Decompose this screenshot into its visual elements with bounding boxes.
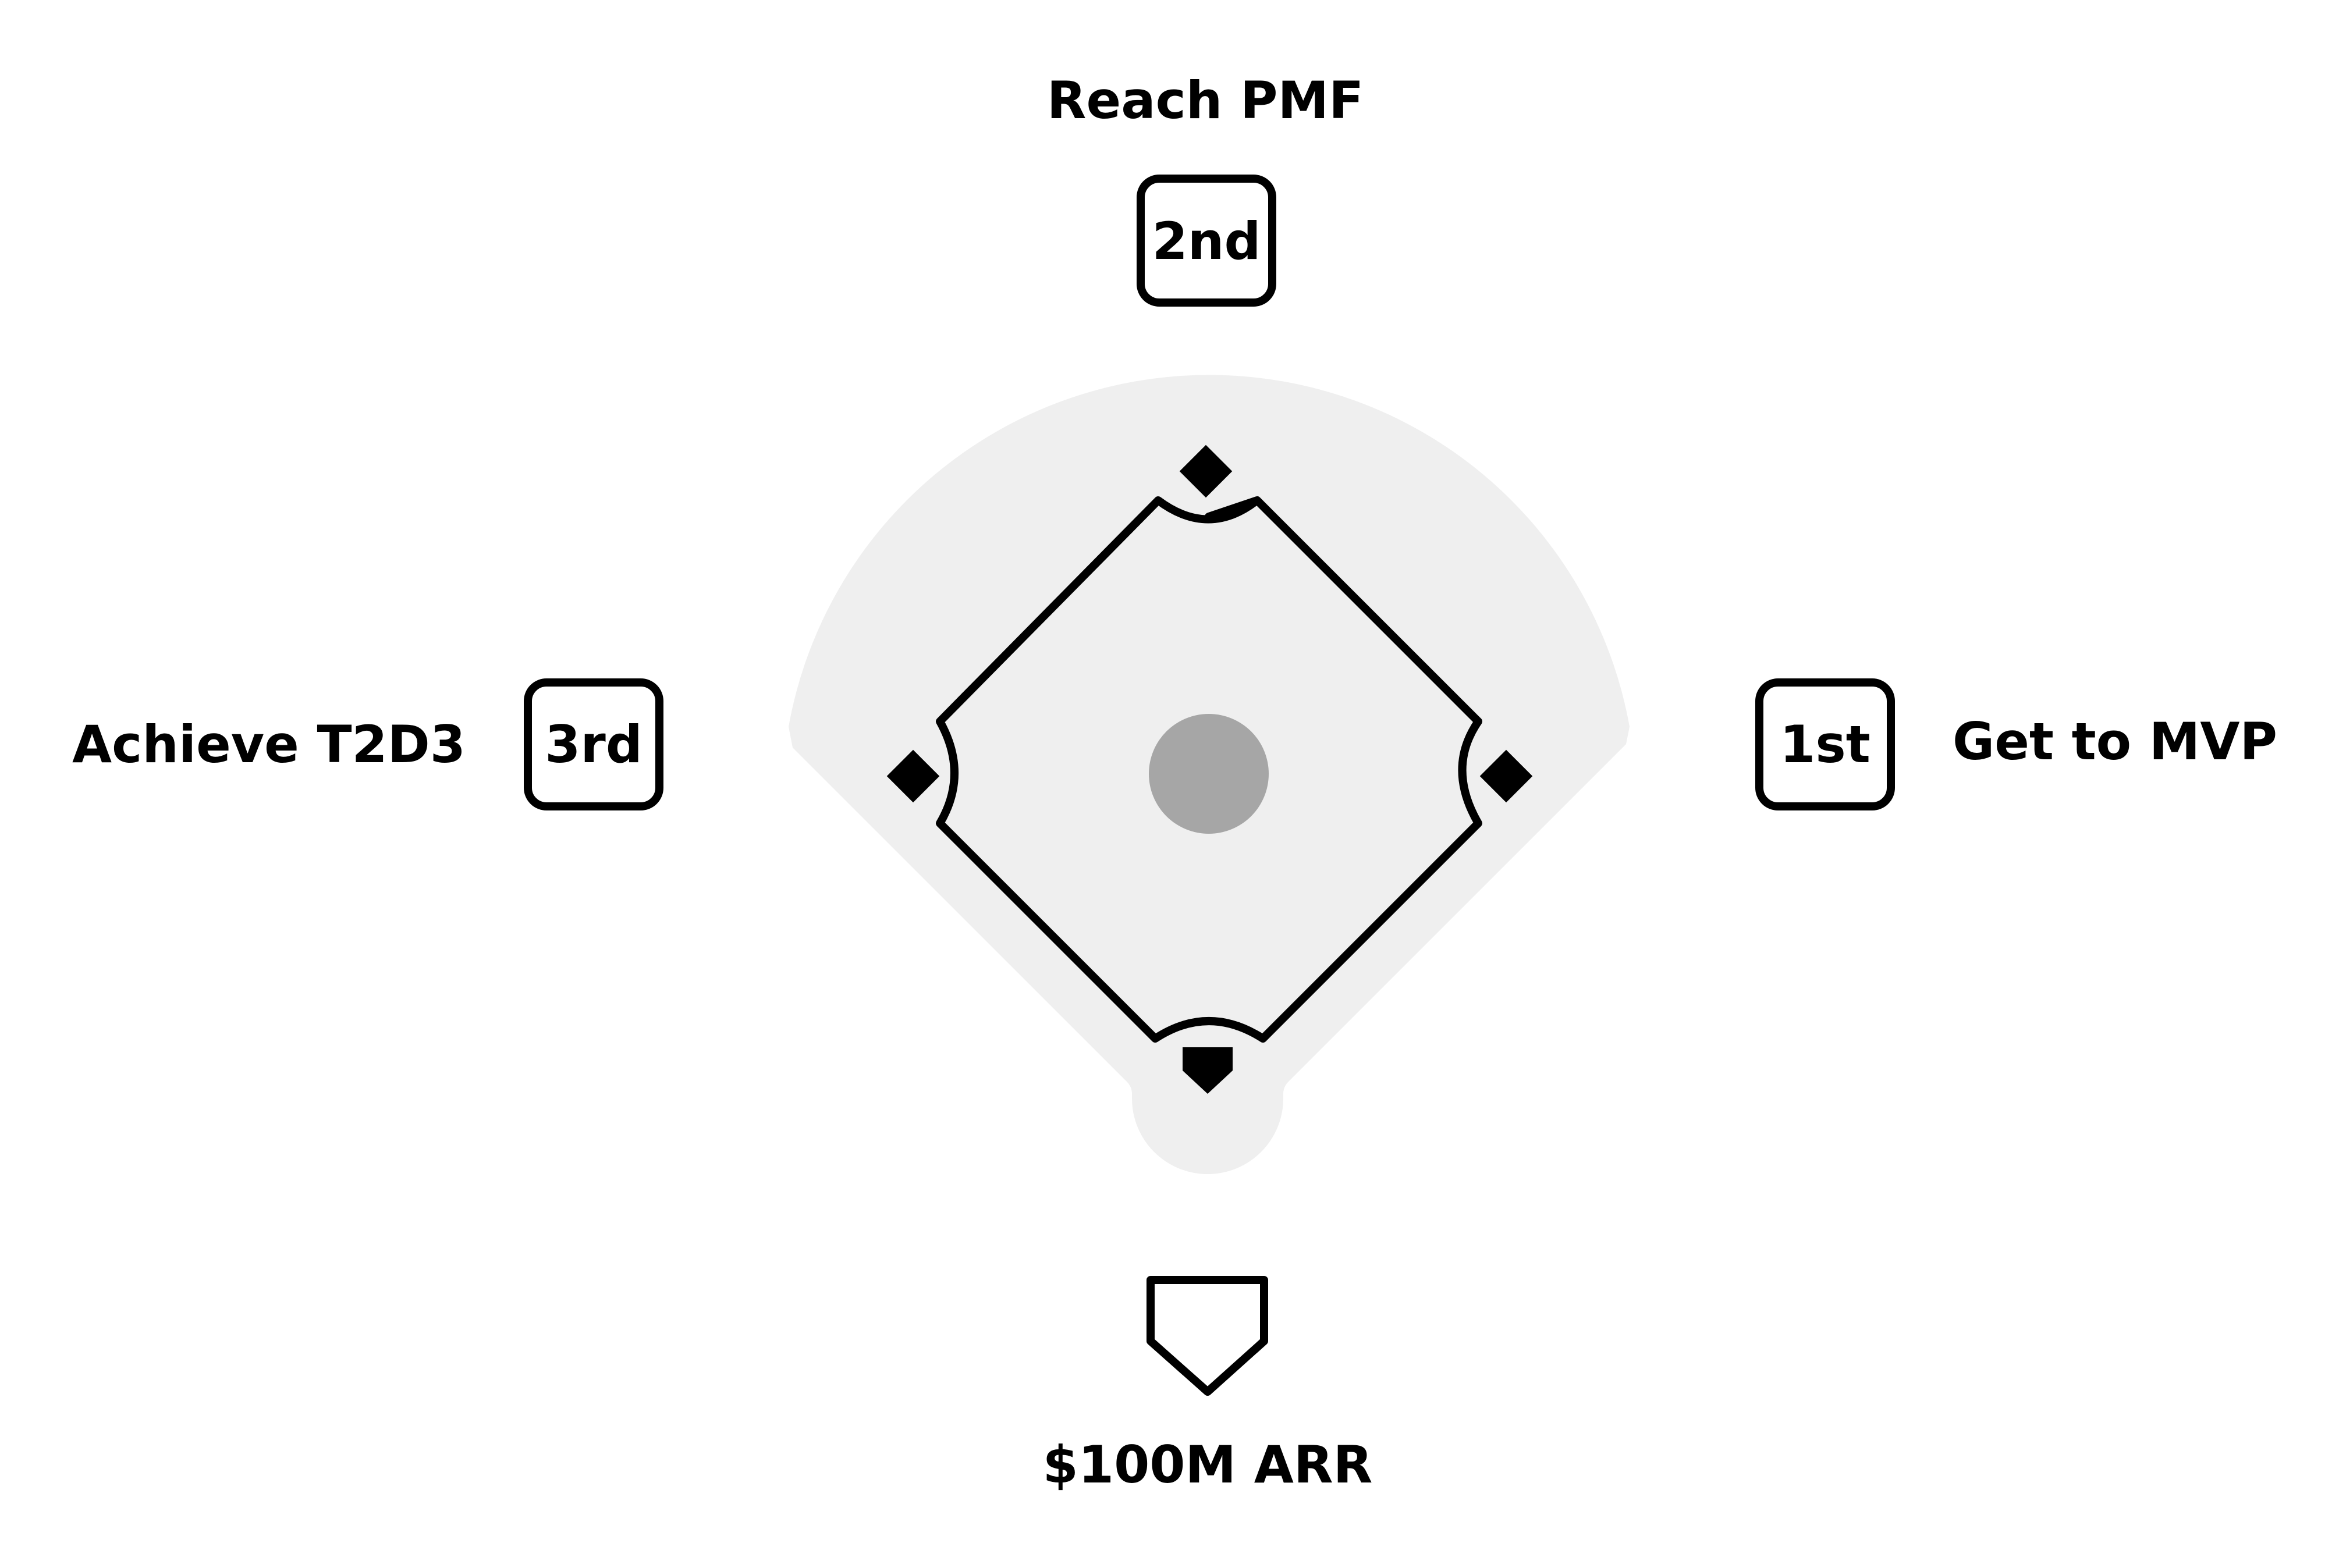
first-base-badge-text: 1st bbox=[1780, 714, 1870, 774]
first-base-badge bbox=[1755, 678, 1895, 810]
pitchers-mound bbox=[1149, 714, 1269, 834]
second-base-badge-text: 2nd bbox=[1152, 211, 1261, 271]
home-plate-icon bbox=[1147, 1276, 1268, 1396]
home-plate-label: $100M ARR bbox=[1043, 1435, 1373, 1495]
base-path-diamond bbox=[936, 496, 1482, 1043]
third-base-badge-text: 3rd bbox=[545, 714, 643, 774]
third-base-label: Achieve T2D3 bbox=[72, 714, 466, 774]
second-base-label: Reach PMF bbox=[1047, 70, 1364, 130]
third-base-marker bbox=[886, 749, 940, 803]
first-base-label: Get to MVP bbox=[1953, 712, 2277, 771]
first-base-marker bbox=[1479, 749, 1533, 803]
second-base-badge bbox=[1137, 175, 1276, 307]
home-plate-marker bbox=[1183, 1047, 1233, 1094]
third-base-badge bbox=[524, 678, 663, 810]
